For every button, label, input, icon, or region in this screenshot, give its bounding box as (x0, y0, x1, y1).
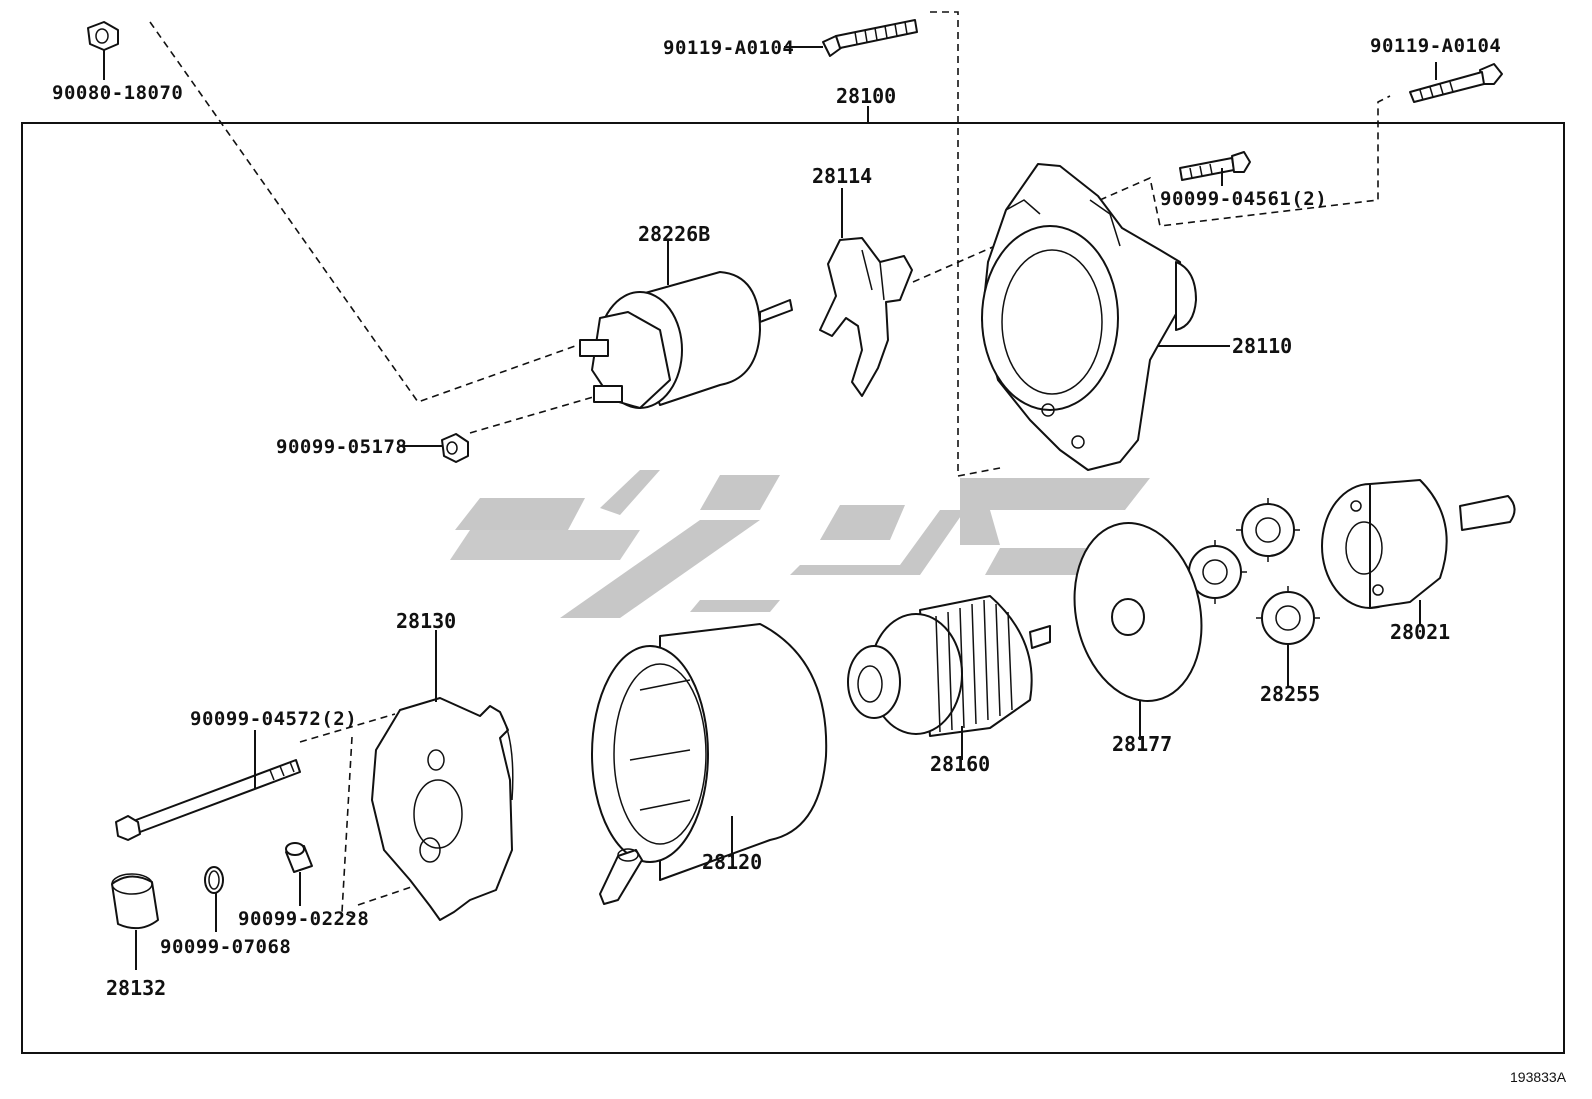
end-frame-part (371, 630, 514, 921)
label-28255[interactable]: 28255 (1260, 682, 1321, 706)
label-90099-04561[interactable]: 90099-04561(2) (1160, 188, 1328, 210)
align-line-e (341, 736, 356, 919)
yoke-part (591, 623, 828, 881)
label-28021[interactable]: 28021 (1390, 620, 1451, 644)
ring-07068-part (204, 866, 224, 932)
assembly-frame (21, 122, 1565, 1054)
label-28177[interactable]: 28177 (1112, 732, 1173, 756)
long-bolt-part (115, 730, 301, 841)
label-28110[interactable]: 28110 (1232, 334, 1293, 358)
align-line-a (149, 21, 579, 403)
nut-cap-part (87, 21, 119, 80)
align-line-f (299, 713, 396, 743)
label-28114[interactable]: 28114 (812, 164, 873, 188)
label-90099-07068[interactable]: 90099-07068 (160, 936, 292, 958)
bolt-04561-part (1179, 151, 1251, 186)
bushing-part (599, 848, 643, 905)
label-90099-02228[interactable]: 90099-02228 (238, 908, 370, 930)
lever-part (819, 188, 913, 397)
label-28130[interactable]: 28130 (396, 609, 457, 633)
label-28120[interactable]: 28120 (702, 850, 763, 874)
planet-gears-part (1183, 498, 1320, 686)
bolt-top-center-part (784, 19, 918, 57)
label-90119-a0104-right[interactable]: 90119-A0104 (1370, 35, 1502, 57)
plate-part (1073, 522, 1203, 740)
catalog-code: 193833A (1510, 1069, 1567, 1085)
watermark-logo (450, 470, 1150, 618)
bushing-02228-part (285, 842, 313, 906)
label-28132[interactable]: 28132 (106, 976, 167, 1000)
align-line-b (469, 394, 601, 434)
align-line-d (912, 95, 1391, 283)
housing-part (981, 163, 1230, 471)
label-90080-18070[interactable]: 90080-18070 (52, 82, 184, 104)
label-90099-04572[interactable]: 90099-04572(2) (190, 708, 358, 730)
label-90099-05178[interactable]: 90099-05178 (276, 436, 408, 458)
armature-part (847, 595, 1051, 760)
bolt-top-right-part (1409, 62, 1503, 103)
solenoid-part (579, 240, 793, 409)
nut-05178-part (400, 433, 469, 463)
label-28226b[interactable]: 28226B (638, 222, 711, 246)
align-line-c (930, 11, 1001, 477)
cap-28132-part (111, 873, 159, 970)
label-28160[interactable]: 28160 (930, 752, 991, 776)
carrier-part (1321, 479, 1516, 626)
label-90119-a0104-top[interactable]: 90119-A0104 (663, 37, 795, 59)
label-28100[interactable]: 28100 (836, 84, 897, 108)
